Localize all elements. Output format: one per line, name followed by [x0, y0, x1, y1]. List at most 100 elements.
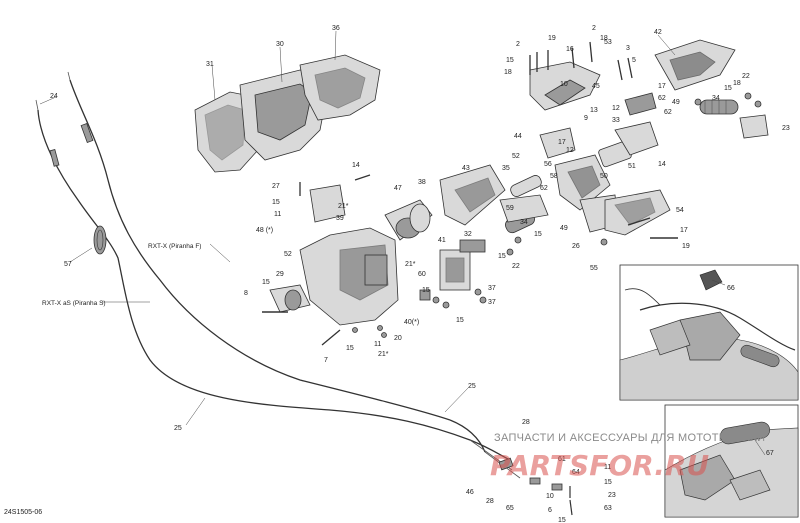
watermark: ЗАПЧАСТИ И АКСЕССУАРЫ ДЛЯ МОТОТЕХНИКИ PA…: [490, 432, 765, 482]
callout: 62: [658, 95, 666, 102]
callout: 40(*): [404, 319, 419, 326]
callout: 11: [604, 464, 611, 471]
callout: 2: [592, 25, 596, 32]
callout: 42: [654, 29, 662, 36]
callout: 24: [50, 93, 58, 100]
callout: 15: [724, 85, 732, 92]
callout: 9: [584, 115, 588, 122]
callout: 32: [464, 231, 472, 238]
callout: 37: [488, 299, 496, 306]
callout: 57: [64, 261, 72, 268]
callout: 50: [600, 173, 608, 180]
callout: 62: [540, 185, 548, 192]
watermark-logo-text: PARTSFOR.RU: [490, 449, 709, 482]
callout: 45: [592, 83, 600, 90]
callout: 51: [628, 163, 636, 170]
callout: 14: [658, 161, 666, 168]
callout: 25: [468, 383, 476, 390]
callout: 54: [676, 207, 684, 214]
callout: 43: [462, 165, 470, 172]
callout: 26: [572, 243, 580, 250]
callout-numbers: 24 57 25 25 31 30 36 2 19 16 2 18 15 18 …: [50, 25, 790, 523]
callout: 53: [604, 39, 612, 46]
callout: 15: [558, 517, 566, 523]
callout: 52: [512, 153, 520, 160]
callout: 19: [548, 35, 556, 42]
callout: 15: [262, 279, 270, 286]
callout: 17: [558, 139, 566, 146]
callout: 28: [486, 498, 494, 505]
callout: 33: [612, 117, 620, 124]
callout: 15: [534, 231, 542, 238]
callout: 5: [632, 57, 636, 64]
handlebar-cover-assembly: [194, 54, 381, 173]
callout: 3: [626, 45, 630, 52]
inset-view-1: [619, 264, 799, 401]
callout: 21*: [338, 203, 349, 210]
callout: 48 (*): [256, 227, 273, 234]
callout: 44: [514, 133, 522, 140]
callout: 46: [466, 489, 474, 496]
callout: 15: [272, 199, 280, 206]
callout: 35: [502, 165, 510, 172]
callout: 8: [244, 290, 248, 297]
callout: 12: [612, 105, 620, 112]
callout: 22: [742, 73, 750, 80]
throttle-cables: [35, 71, 521, 479]
callout: 60: [418, 271, 426, 278]
callout: 14: [352, 162, 360, 169]
callout: 10: [546, 493, 554, 500]
callout: 28: [522, 419, 530, 426]
callout: 18: [733, 80, 741, 87]
callout: 6: [548, 507, 552, 514]
callout: 59: [506, 205, 514, 212]
callout: 17: [680, 227, 688, 234]
callout: 18: [504, 69, 512, 76]
leader-lines: [39, 30, 766, 456]
callout: 34: [520, 219, 528, 226]
callout: 15: [604, 479, 612, 486]
callout: 49: [560, 225, 568, 232]
callout: 61: [558, 456, 566, 463]
variant-label-rxt-x: RXT-X (Piranha F): [148, 243, 201, 250]
variant-label-rxt-x-as: RXT-X aS (Piranha S): [42, 300, 106, 307]
callout: 17: [658, 83, 666, 90]
fasteners: [262, 41, 762, 516]
callout: 10: [560, 81, 568, 88]
callout: 21*: [405, 261, 416, 268]
callout: 22: [512, 263, 520, 270]
callout: 11: [374, 341, 381, 348]
callout: 38: [418, 179, 426, 186]
callout: 62: [664, 109, 672, 116]
callout: 23: [782, 125, 790, 132]
watermark-text: ЗАПЧАСТИ И АКСЕССУАРЫ ДЛЯ МОТОТЕХНИКИ: [494, 432, 765, 444]
callout: 58: [550, 173, 558, 180]
callout: 23: [608, 492, 616, 499]
callout: 49: [672, 99, 680, 106]
callout: 39: [336, 215, 344, 222]
callout: 63: [604, 505, 612, 512]
callout: 20: [394, 335, 402, 342]
callout: 15: [506, 57, 514, 64]
callout: 19: [682, 243, 690, 250]
cable-coil-57: [93, 225, 107, 255]
callout: 15: [456, 317, 464, 324]
callout: 7: [324, 357, 328, 364]
callout: 2: [516, 41, 520, 48]
callout: 41: [438, 237, 446, 244]
callout: 25: [174, 425, 182, 432]
callout: 30: [276, 41, 284, 48]
callout: 15: [346, 345, 354, 352]
callout: 16: [566, 46, 574, 53]
callout: 52: [284, 251, 292, 258]
callout: 67: [766, 450, 774, 457]
right-controls-assembly: [505, 39, 769, 239]
callout: 13: [590, 107, 598, 114]
throttle-housing-assembly: [269, 164, 506, 326]
callout: 55: [590, 265, 598, 272]
callout: 34: [712, 95, 720, 102]
callout: 12: [566, 147, 574, 154]
diagram-reference-code: 24S1505-06: [4, 509, 42, 516]
callout: 64: [572, 469, 580, 476]
callout: 66: [727, 285, 735, 292]
